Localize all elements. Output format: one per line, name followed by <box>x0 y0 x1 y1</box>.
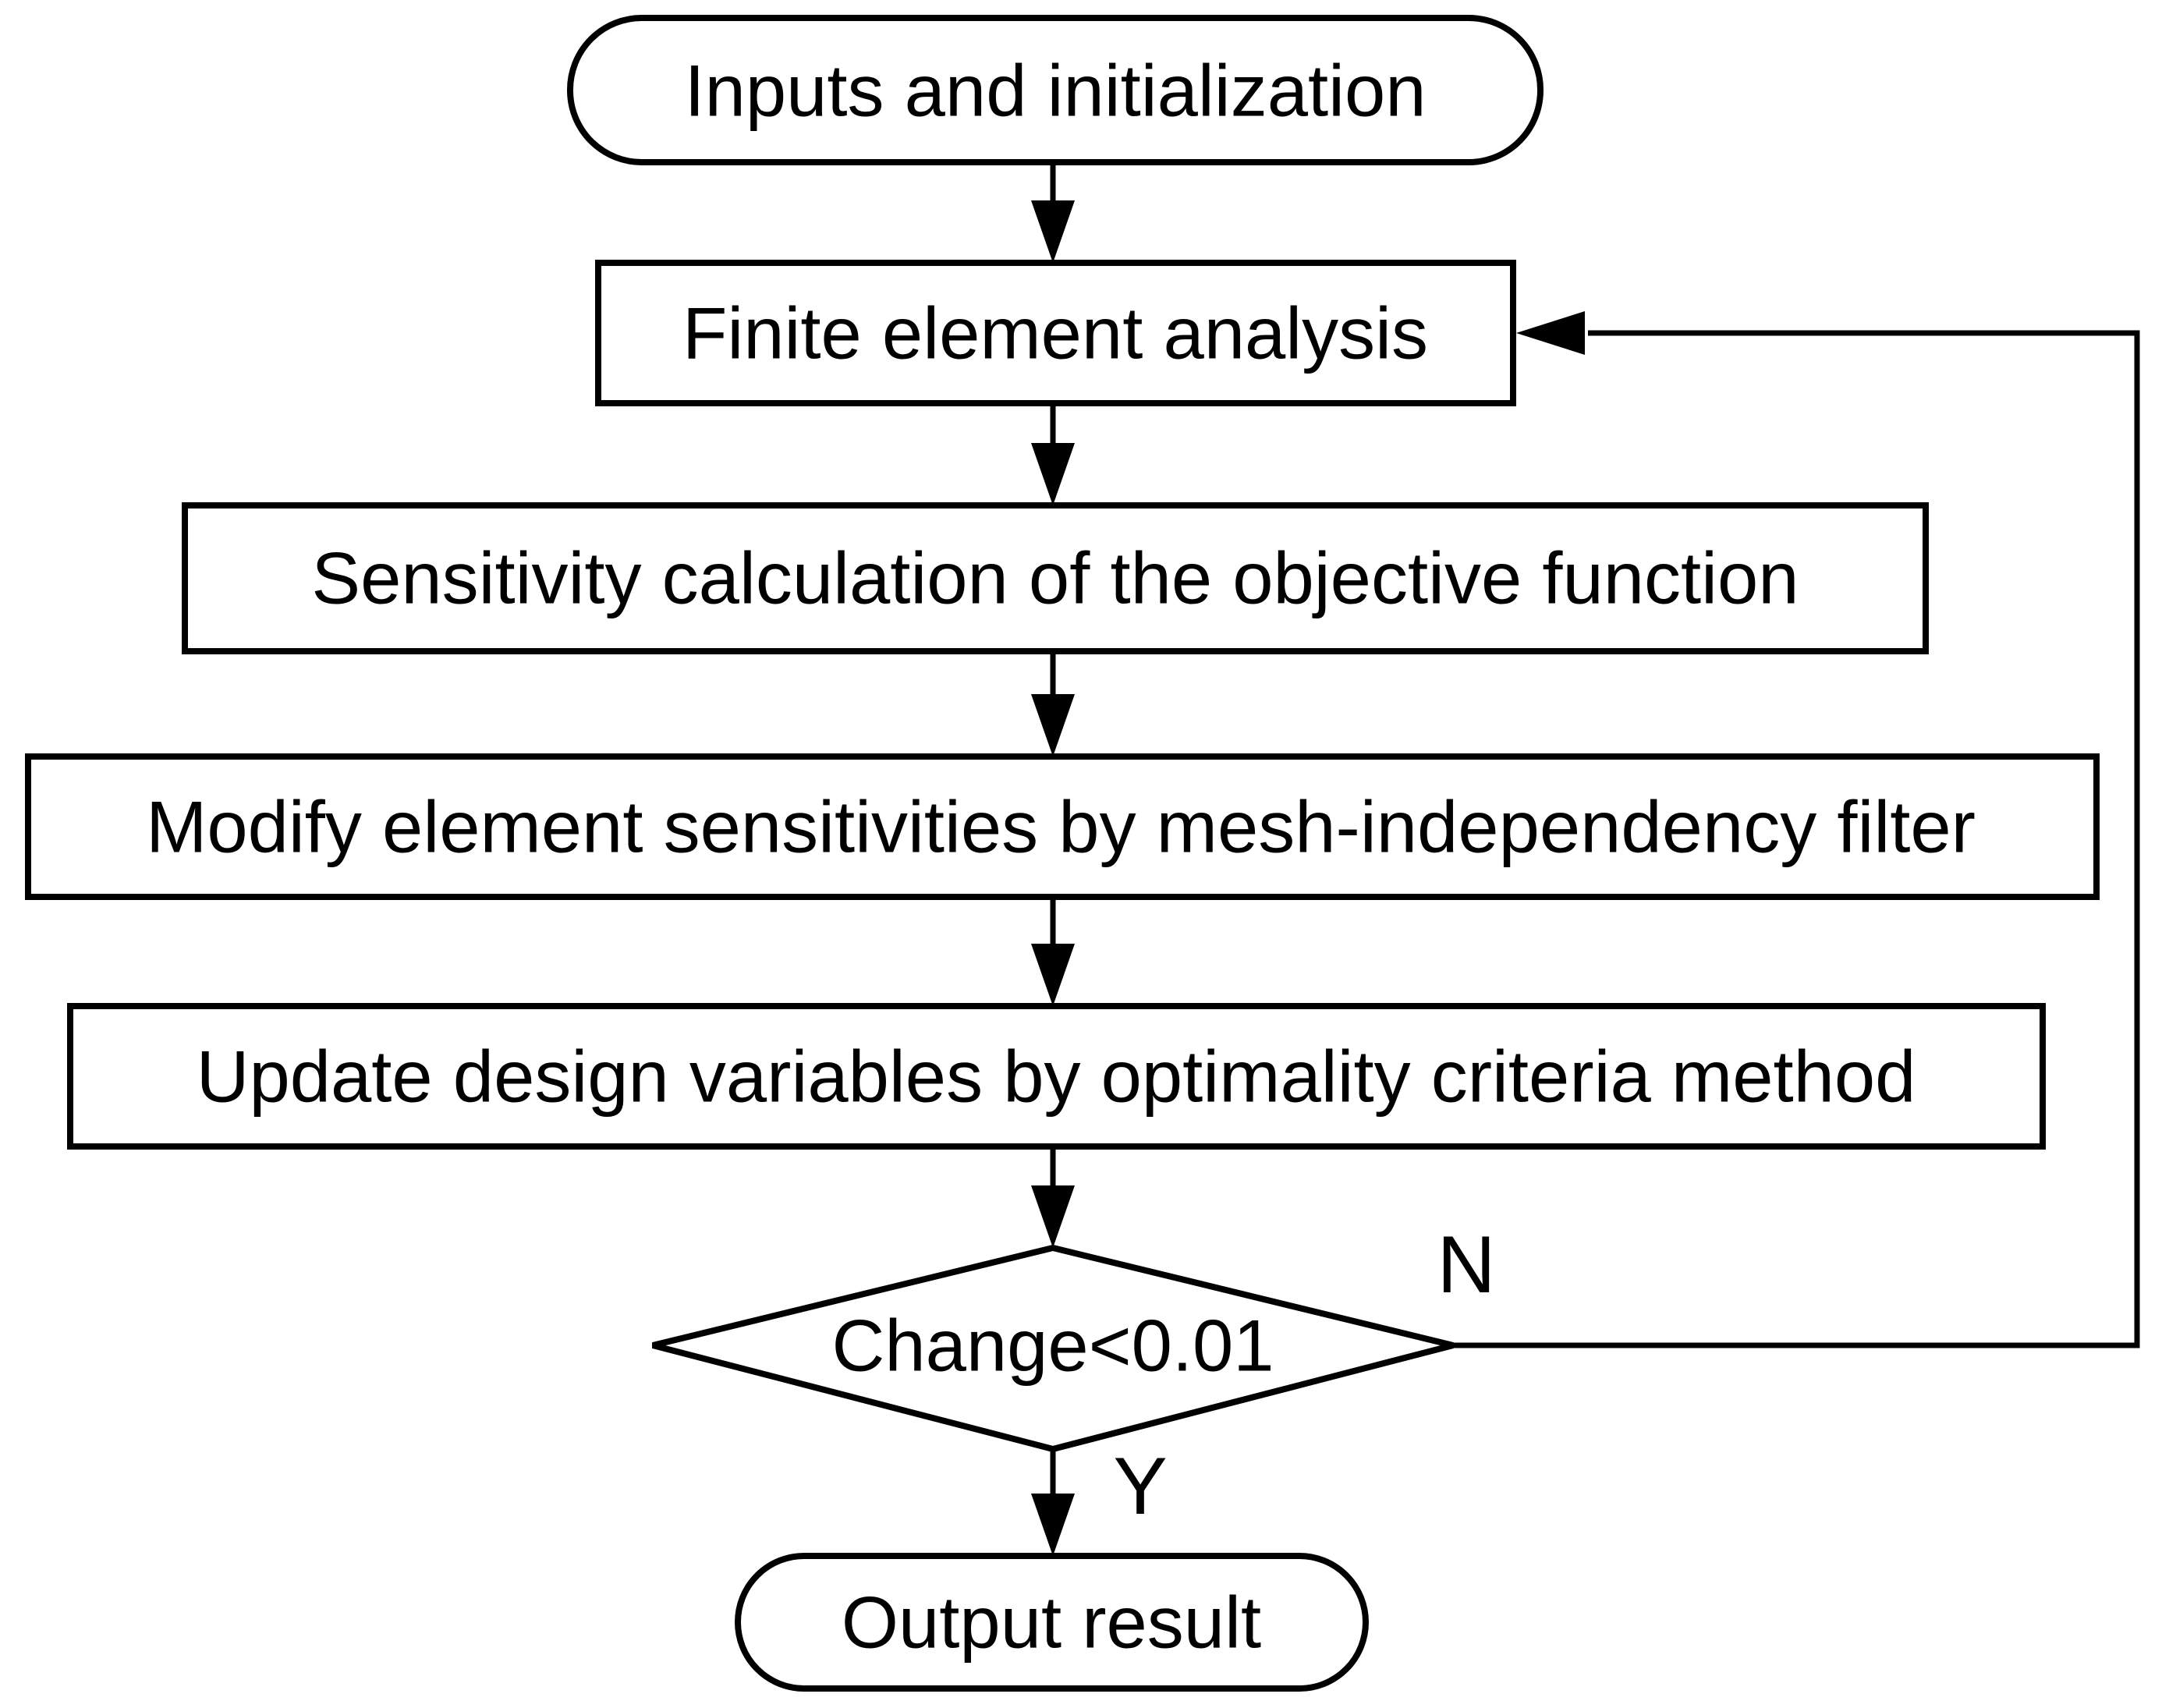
loop-back-line <box>1453 330 2140 1348</box>
decision-node: Change<0.01 <box>651 1244 1455 1453</box>
filter-process-node: Modify element sensitivities by mesh-ind… <box>25 753 2100 900</box>
update-process-label: Update design variables by optimality cr… <box>197 1036 1916 1118</box>
arrowhead-down-icon <box>1031 694 1075 757</box>
start-terminal-label: Inputs and initialization <box>684 50 1426 132</box>
fea-process-label: Finite element analysis <box>682 292 1428 374</box>
output-terminal-node: Output result <box>735 1553 1369 1692</box>
start-terminal-node: Inputs and initialization <box>567 15 1544 165</box>
arrowhead-left-icon <box>1516 311 1585 355</box>
arrowhead-down-icon <box>1031 1494 1075 1556</box>
branch-label-no: N <box>1437 1220 1495 1310</box>
loop-back-connector-no-branch: N <box>1437 311 2140 1348</box>
filter-process-shape <box>25 753 2100 900</box>
arrowhead-down-icon <box>1031 200 1075 263</box>
connector-decision-to-output-yes-branch: Y <box>1031 1441 1168 1556</box>
output-terminal-shape <box>735 1553 1369 1692</box>
connector-sensitivity-to-filter <box>1031 651 1075 757</box>
sensitivity-process-label: Sensitivity calculation of the objective… <box>311 537 1799 619</box>
fea-process-node: Finite element analysis <box>595 260 1516 406</box>
connector-fea-to-sensitivity <box>1031 403 1075 505</box>
branch-label-yes: Y <box>1113 1441 1167 1532</box>
fea-process-shape <box>595 260 1516 406</box>
arrowhead-down-icon <box>1031 944 1075 1006</box>
output-terminal-label: Output result <box>842 1582 1261 1664</box>
filter-process-label: Modify element sensitivities by mesh-ind… <box>146 786 1976 868</box>
decision-label: Change<0.01 <box>831 1305 1274 1387</box>
connector-update-to-decision <box>1031 1146 1075 1248</box>
arrowhead-down-icon <box>1031 1185 1075 1248</box>
update-process-node: Update design variables by optimality cr… <box>67 1003 2046 1150</box>
arrowhead-down-icon <box>1031 443 1075 505</box>
connector-start-to-fea <box>1031 162 1075 263</box>
update-process-shape <box>67 1003 2046 1150</box>
sensitivity-process-node: Sensitivity calculation of the objective… <box>182 502 1929 654</box>
connector-filter-to-update <box>1031 897 1075 1006</box>
